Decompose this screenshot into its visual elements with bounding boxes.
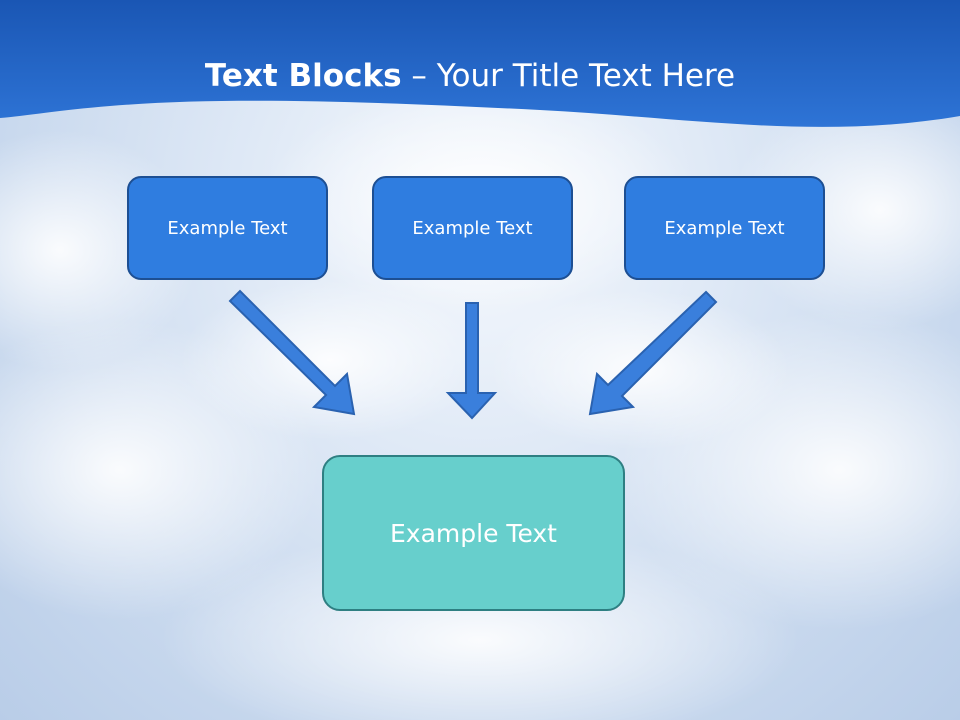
target-box-label: Example Text	[390, 518, 557, 548]
cloud-shape	[160, 530, 800, 720]
arrow-left-to-center	[228, 289, 356, 416]
title-dash: –	[401, 58, 437, 94]
title-bold-text: Text Blocks	[204, 58, 402, 94]
arrow-right-to-center	[588, 290, 718, 416]
source-box-right: Example Text	[624, 176, 825, 280]
source-box-center-label: Example Text	[412, 217, 533, 239]
source-box-right-label: Example Text	[664, 217, 785, 239]
source-box-left: Example Text	[127, 176, 328, 280]
source-box-left-label: Example Text	[167, 217, 288, 239]
slide-title: Text Blocks – Your Title Text Here	[0, 56, 940, 96]
target-box: Example Text	[322, 455, 625, 611]
header-band	[0, 0, 960, 127]
source-box-center: Example Text	[372, 176, 573, 280]
title-rest-text: Your Title Text Here	[436, 58, 736, 94]
arrow-center-down	[445, 302, 498, 420]
